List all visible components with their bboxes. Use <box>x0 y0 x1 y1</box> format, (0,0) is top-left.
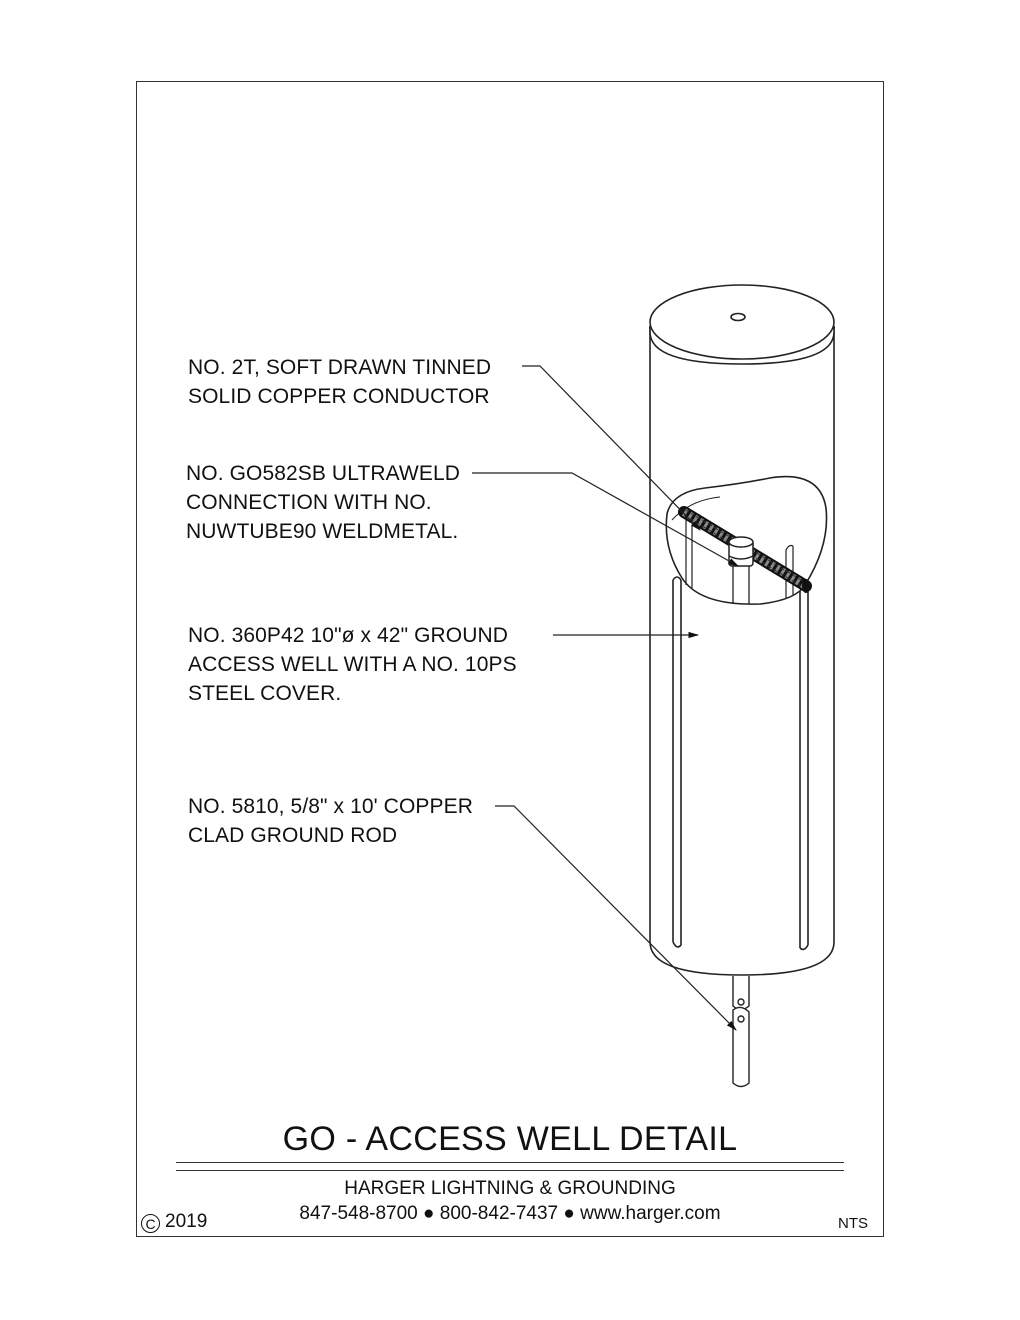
title-rule-top <box>176 1162 844 1163</box>
callout-conductor: NO. 2T, SOFT DRAWN TINNED SOLID COPPER C… <box>188 356 492 408</box>
contact-info: 847-548-8700 ● 800-842-7437 ● www.harger… <box>299 1203 721 1224</box>
copyright-year: 2019 <box>165 1211 208 1232</box>
drawing-sheet-border <box>136 81 884 1237</box>
ground-rod-icon <box>732 976 750 1088</box>
weld-connection-icon <box>728 536 754 567</box>
copyright: C 2019 <box>141 1211 207 1233</box>
leader-lines <box>472 365 739 1031</box>
drawing-title: GO - ACCESS WELL DETAIL <box>282 1120 738 1158</box>
callout-access-well: NO. 360P42 10"ø x 42" GROUND ACCESS WELL… <box>188 624 517 705</box>
callout-connection: NO. GO582SB ULTRAWELD CONNECTION WITH NO… <box>186 462 461 543</box>
access-well-cover-icon <box>649 284 835 365</box>
ground-rod-top-icon <box>732 565 750 604</box>
scale-note: NTS <box>838 1215 868 1232</box>
company-name: HARGER LIGHTNING & GROUNDING <box>344 1178 676 1199</box>
copyright-icon: C <box>141 1214 160 1233</box>
access-well-body <box>649 326 835 976</box>
callout-ground-rod: NO. 5810, 5/8" x 10' COPPER CLAD GROUND … <box>188 795 473 847</box>
title-rule-bottom <box>176 1170 844 1171</box>
